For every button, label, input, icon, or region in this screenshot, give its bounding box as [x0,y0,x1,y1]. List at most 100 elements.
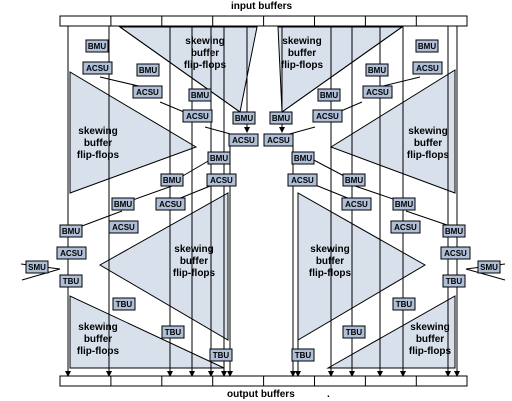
svg-text:ACSU: ACSU [416,64,439,73]
svg-text:ACSU: ACSU [136,88,159,97]
svg-text:BMU: BMU [210,154,228,163]
svg-text:TBU: TBU [63,277,80,286]
svg-text:ACSU: ACSU [394,223,417,232]
wire-19 [465,268,506,281]
svg-text:ACSU: ACSU [210,176,233,185]
bmu-unit-22: BMU [342,173,366,187]
bmu-unit-8: BMU [415,39,439,53]
tbu-unit-32: TBU [59,274,83,288]
svg-text:TBU: TBU [396,300,413,309]
svg-text:BMU: BMU [368,66,386,75]
svg-text:SMU: SMU [480,263,498,272]
acsu-unit-25: ACSU [108,220,139,234]
svg-text:BMU: BMU [294,154,312,163]
svg-text:ACSU: ACSU [112,223,135,232]
svg-text:ACSU: ACSU [345,200,368,209]
acsu-unit-23: ACSU [341,197,372,211]
svg-text:BMU: BMU [139,66,157,75]
svg-text:BMU: BMU [345,176,363,185]
tbu-unit-40: TBU [209,348,233,362]
svg-text:BMU: BMU [395,200,413,209]
svg-text:TBU: TBU [165,328,182,337]
acsu-unit-19: ACSU [287,173,318,187]
bmu-unit-10: BMU [365,63,389,77]
bmu-unit-14: BMU [269,111,293,125]
input-buffers-label: input buffers [231,1,293,12]
svg-text:SMU: SMU [28,263,46,272]
tbu-unit-36: TBU [112,297,136,311]
bmu-unit-30: BMU [442,224,466,238]
input-buffer-strip [59,15,468,27]
wire-4 [281,26,403,113]
svg-text:BMU: BMU [191,91,209,100]
bmu-unit-26: BMU [392,197,416,211]
svg-text:TBU: TBU [295,351,312,360]
footer-dot: . [327,389,330,400]
wire-0 [119,26,241,113]
wire-13 [405,210,451,227]
acsu-unit-13: ACSU [312,109,343,123]
acsu-unit-1: ACSU [82,61,113,75]
bmu-unit-6: BMU [232,111,256,125]
wire-17 [21,268,61,281]
svg-text:BMU: BMU [62,227,80,236]
svg-text:BMU: BMU [114,200,132,209]
acsu-unit-31: ACSU [440,246,471,260]
svg-text:ACSU: ACSU [186,112,209,121]
output-buffers-label: output buffers [227,389,295,400]
tbu-unit-41: TBU [291,348,315,362]
svg-text:BMU: BMU [272,114,290,123]
smu-unit-35: SMU [477,260,501,274]
bmu-unit-4: BMU [188,88,212,102]
tbu-unit-33: TBU [442,274,466,288]
bmu-unit-28: BMU [59,224,83,238]
bmu-unit-20: BMU [160,173,184,187]
acsu-unit-5: ACSU [182,109,213,123]
svg-text:BMU: BMU [88,42,106,51]
svg-text:ACSU: ACSU [366,88,389,97]
bmu-unit-16: BMU [207,151,231,165]
bmu-unit-12: BMU [317,88,341,102]
svg-text:ACSU: ACSU [60,249,83,258]
acsu-unit-15: ACSU [263,133,294,147]
svg-text:BMU: BMU [418,42,436,51]
bmu-unit-24: BMU [111,197,135,211]
svg-text:ACSU: ACSU [291,176,314,185]
svg-text:TBU: TBU [213,351,230,360]
acsu-unit-7: ACSU [228,133,259,147]
svg-text:ACSU: ACSU [267,136,290,145]
acsu-unit-11: ACSU [362,85,393,99]
svg-text:ACSU: ACSU [316,112,339,121]
svg-text:BMU: BMU [235,114,253,123]
svg-text:TBU: TBU [446,277,463,286]
svg-text:ACSU: ACSU [444,249,467,258]
svg-text:BMU: BMU [445,227,463,236]
acsu-unit-9: ACSU [412,61,443,75]
svg-text:ACSU: ACSU [86,64,109,73]
tbu-unit-37: TBU [392,297,416,311]
svg-text:TBU: TBU [346,328,363,337]
svg-text:TBU: TBU [116,300,133,309]
tbu-unit-39: TBU [342,325,366,339]
svg-text:BMU: BMU [163,176,181,185]
smu-unit-34: SMU [25,260,49,274]
tbu-unit-38: TBU [161,325,185,339]
acsu-unit-21: ACSU [155,197,186,211]
bmu-unit-0: BMU [85,39,109,53]
output-buffer-strip [59,375,468,387]
bmu-unit-2: BMU [136,63,160,77]
acsu-unit-27: ACSU [390,220,421,234]
acsu-unit-17: ACSU [206,173,237,187]
